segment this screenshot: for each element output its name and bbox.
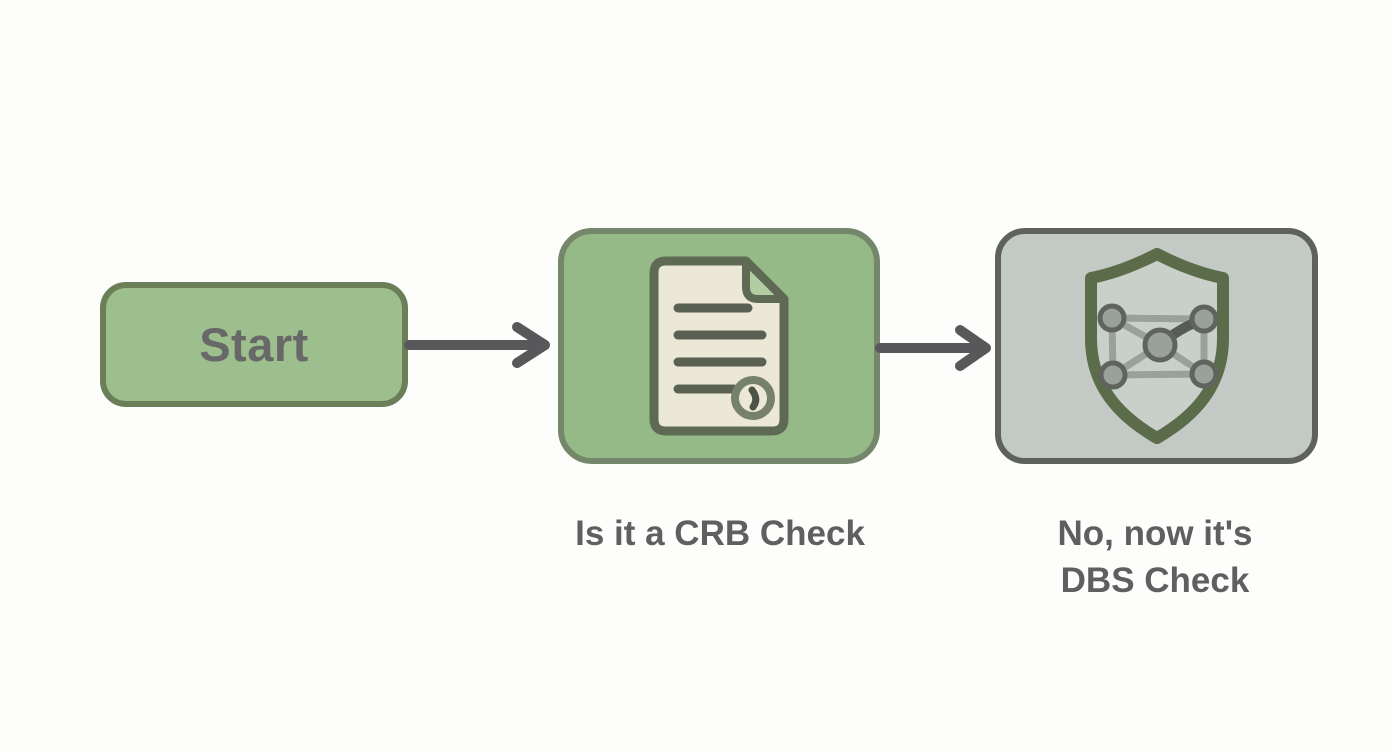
shield-network-icon [1084, 248, 1229, 444]
document-clock-icon [649, 256, 789, 436]
dbs-caption-line-1: No, now it's [1057, 514, 1253, 553]
dbs-caption-line-2: DBS Check [1060, 561, 1250, 600]
crb-check-caption-text: Is it a CRB Check [575, 514, 865, 553]
arrow-crb-to-dbs-icon [875, 325, 991, 371]
dbs-check-caption: No, now it's DBS Check [965, 510, 1345, 604]
crb-check-caption: Is it a CRB Check [530, 510, 910, 557]
flow-node-dbs-check [995, 228, 1318, 464]
start-label: Start [199, 318, 309, 371]
flow-node-crb-check [558, 228, 880, 464]
arrow-start-to-crb-icon [404, 322, 550, 368]
flow-node-start: Start [100, 282, 408, 407]
